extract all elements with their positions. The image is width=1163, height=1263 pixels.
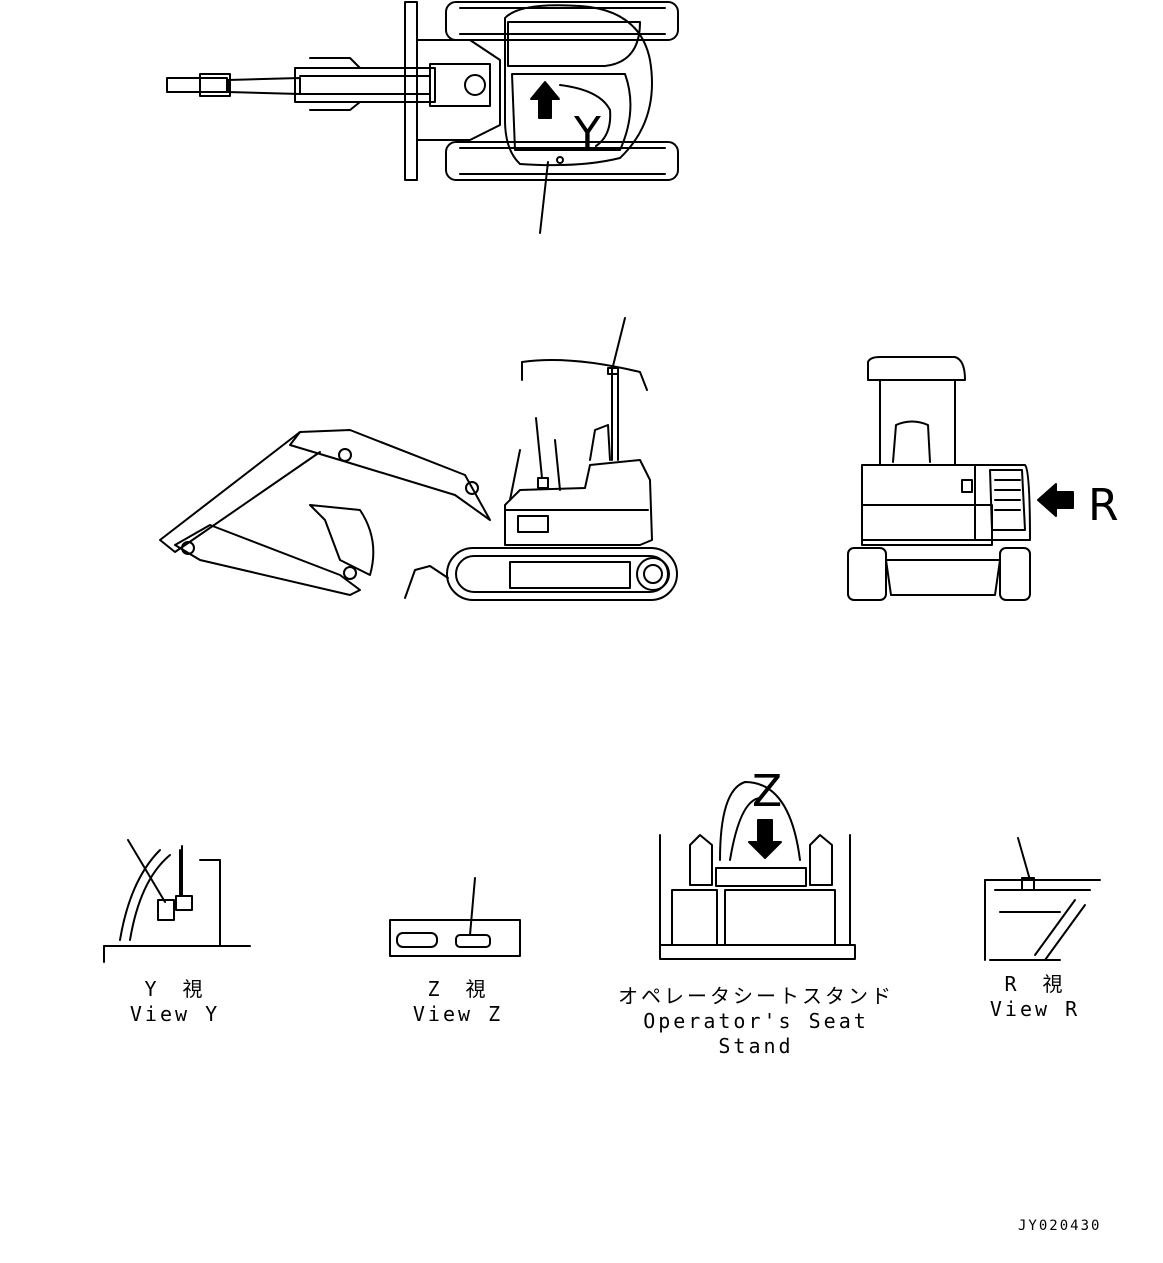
seat-stand-detail	[659, 781, 856, 960]
callout-y: Y	[574, 108, 601, 159]
caption-seat-stand: オペレータシートスタンド Operator's Seat Stand	[608, 984, 904, 1059]
caption-view-z-en: View Z	[412, 1002, 504, 1026]
caption-view-r-jp: R 視	[1004, 972, 1066, 996]
caption-view-y-en: View Y	[129, 1002, 221, 1026]
view-r-detail	[984, 837, 1101, 961]
callout-r: R	[1088, 480, 1119, 531]
top-view-excavator	[166, 1, 679, 234]
caption-view-r-en: View R	[989, 997, 1081, 1021]
caption-view-y-jp: Y 視	[144, 977, 206, 1001]
caption-view-z-jp: Z 視	[427, 977, 489, 1001]
drawing-code: JY020430	[1018, 1218, 1102, 1234]
rear-view-excavator	[847, 356, 1074, 601]
callout-z: Z	[752, 766, 783, 817]
view-z-detail	[389, 877, 521, 957]
side-view-excavator	[159, 317, 678, 601]
caption-seat-stand-jp: オペレータシートスタンド	[618, 984, 894, 1008]
caption-view-r: R 視 View R	[970, 972, 1100, 1022]
caption-view-y: Y 視 View Y	[110, 977, 240, 1027]
caption-view-z: Z 視 View Z	[393, 977, 523, 1027]
caption-seat-stand-en: Operator's Seat Stand	[643, 1009, 869, 1058]
view-y-detail	[103, 839, 251, 963]
